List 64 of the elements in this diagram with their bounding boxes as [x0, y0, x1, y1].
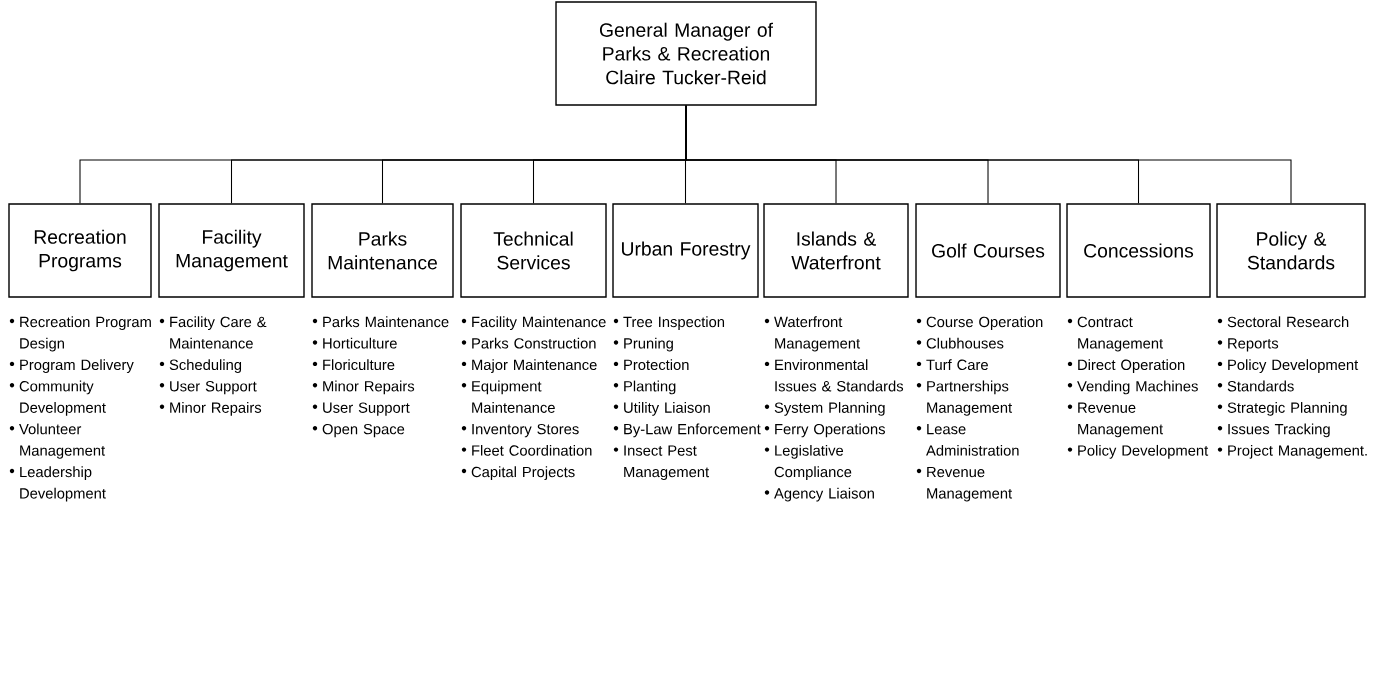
bullet-item: Policy Development — [1228, 359, 1359, 373]
bullet-item: User Support — [323, 402, 410, 416]
bullet-item: Issues Tracking — [1228, 423, 1330, 438]
bullet-item: Parks Maintenance — [323, 316, 449, 328]
bullet-item: Parks Construction — [472, 337, 596, 349]
bullet-item: Policy Development — [1078, 444, 1209, 459]
bullet-item: Pruning — [624, 337, 673, 352]
bullet-item: Tree Inspection — [623, 316, 725, 331]
department-box: Urban Forestry — [612, 203, 759, 298]
bullet-item: Lease Administration — [926, 424, 1019, 456]
department-box: Facility Management — [158, 203, 305, 298]
bullet-item: Turf Care — [926, 359, 988, 370]
department-box: Golf Courses — [915, 203, 1061, 298]
bullet-item: Strategic Planning — [1227, 402, 1347, 416]
bullet-item: Standards — [1227, 380, 1294, 392]
bullet-item: Partnerships Management — [927, 380, 1013, 416]
bullet-item: Vending Machines — [1077, 380, 1198, 395]
bullet-item: Direct Operation — [1078, 359, 1185, 373]
bullet-item: Revenue Management — [1078, 402, 1164, 438]
bullet-item: Horticulture — [323, 337, 397, 349]
bullet-item: Protection — [624, 359, 689, 370]
bullet-item: Environmental Issues & Standards — [775, 359, 904, 392]
department-box: Technical Services — [460, 203, 607, 298]
bullet-item: Program Delivery — [20, 359, 134, 373]
bullet-item: Sectoral Research — [1227, 316, 1349, 328]
bullet-item: Reports — [1228, 338, 1279, 352]
department-box: Islands & Waterfront — [763, 203, 909, 298]
bullet-item: Inventory Stores — [472, 423, 579, 438]
bullet-item: Insect Pest Management — [624, 445, 710, 481]
bullet-item: Facility Maintenance — [472, 316, 606, 331]
connector-line — [685, 105, 1292, 204]
bullet-item: Agency Liaison — [774, 487, 874, 502]
bullet-item: System Planning — [774, 402, 885, 416]
bullet-item: Facility Care & Maintenance — [170, 316, 267, 349]
bullet-item: Equipment Maintenance — [472, 380, 555, 413]
bullet-item: Clubhouses — [926, 337, 1004, 349]
bullet-item: Legislative Compliance — [774, 444, 852, 481]
bullet-item: User Support — [170, 381, 257, 395]
department-box: Parks Maintenance — [311, 203, 454, 298]
bullet-item: Capital Projects — [471, 466, 575, 481]
bullet-item: By-Law Enforcement — [624, 423, 761, 438]
bullet-item: Community Development — [19, 380, 106, 416]
bullet-item: Ferry Operations — [775, 423, 885, 438]
bullet-item: Open Space — [322, 423, 405, 438]
bullet-item: Volunteer Management — [19, 423, 105, 459]
bullet-item: Minor Repairs — [323, 380, 415, 395]
department-box: Recreation Programs — [8, 203, 152, 298]
bullet-item: Project Management. — [1228, 444, 1367, 459]
bullet-item: Recreation Program Design — [20, 316, 151, 352]
bullet-item: Course Operation — [926, 316, 1043, 331]
bullet-item: Contract Management — [1077, 316, 1164, 352]
bullet-item: Major Maintenance — [472, 359, 597, 373]
department-box: Policy & Standards — [1216, 203, 1366, 298]
bullet-item: Minor Repairs — [170, 402, 262, 416]
bullet-item: Floriculture — [323, 359, 395, 370]
bullet-item: Fleet Coordination — [472, 444, 592, 456]
manager-box: General Manager of Parks & Recreation Claire Tucker-Reid — [555, 1, 817, 106]
bullet-item: Planting — [624, 380, 676, 395]
bullet-item: Revenue Management — [927, 466, 1013, 502]
bullet-item: Scheduling — [169, 359, 242, 373]
bullet-item: Leadership Development — [20, 466, 106, 502]
bullet-item: Waterfront Management — [774, 316, 861, 352]
bullet-item: Utility Liaison — [624, 402, 710, 416]
department-box: Concessions — [1066, 203, 1211, 298]
